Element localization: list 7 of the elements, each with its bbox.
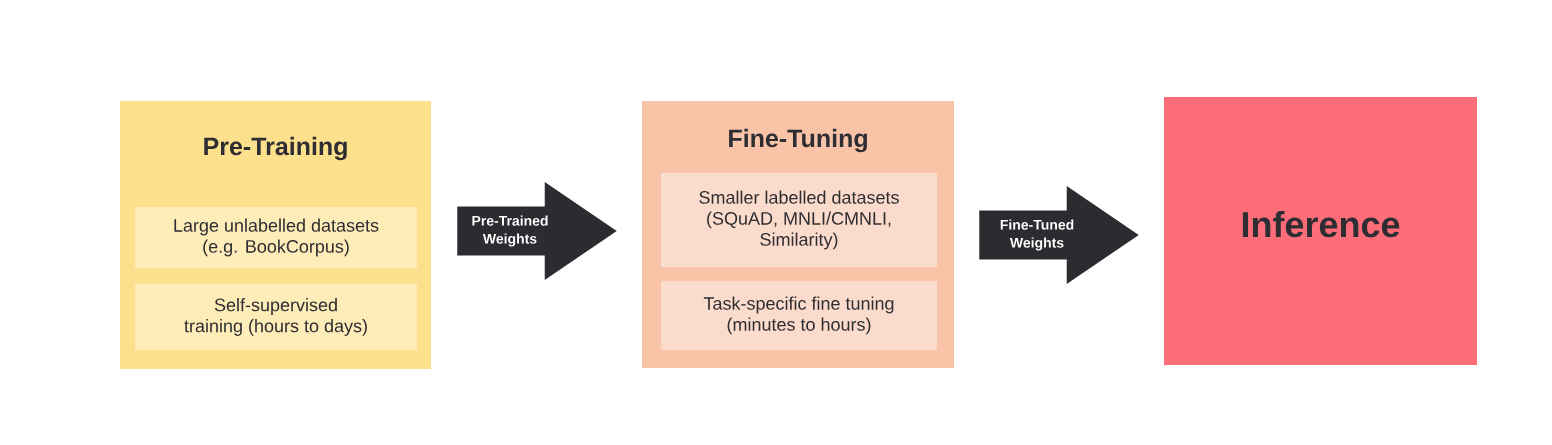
stage-box: Inference [1164,97,1477,365]
edge-label: Pre-Trained Weights [465,214,555,248]
detail-box: Smaller labelled datasets (SQuAD, MNLI/CMNLI, Similarity) [661,173,937,267]
detail-box: Self-supervised training (hours to days) [135,284,417,350]
detail-box: Large unlabelled datasets (e.g. BookCorpus) [135,207,417,268]
detail-box: Task-specific fine tuning (minutes to hours) [661,281,937,350]
edge-label: Fine-Tuned Weights [992,218,1082,252]
